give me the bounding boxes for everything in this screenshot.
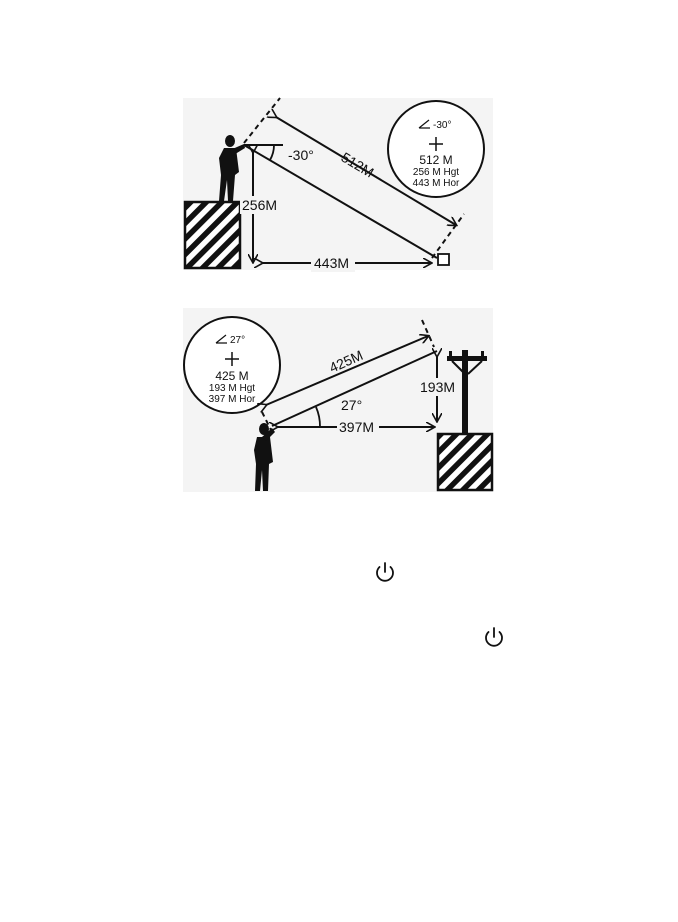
target-marker xyxy=(437,253,450,266)
uphill-panel: 27° 425 M 193 M Hgt 397 M Hor xyxy=(183,308,494,492)
person-silhouette xyxy=(254,423,275,491)
person-silhouette xyxy=(219,135,245,201)
display-horizontal: 397 M Hor xyxy=(209,394,256,405)
angle-icon xyxy=(215,334,227,344)
downhill-panel: 443M 256M -30° 512M -30° 512 M 256 M Hgt… xyxy=(183,97,493,272)
power-icon xyxy=(376,562,394,582)
display-horizontal: 443 M Hor xyxy=(413,178,460,189)
display-distance: 512 M xyxy=(419,153,452,167)
rangefinder-display: -30° 512 M 256 M Hgt 443 M Hor xyxy=(387,100,485,198)
height-label: 193M xyxy=(420,379,455,395)
building-block xyxy=(436,432,494,492)
angle-icon xyxy=(418,119,430,129)
angle-label: -30° xyxy=(288,147,314,163)
display-height: 256 M Hgt xyxy=(413,167,459,178)
power-icon xyxy=(485,627,503,647)
height-label: 256M xyxy=(242,197,277,213)
display-distance: 425 M xyxy=(215,369,248,383)
display-angle: -30° xyxy=(433,120,451,131)
display-height: 193 M Hgt xyxy=(209,383,255,394)
rangefinder-display: 27° 425 M 193 M Hgt 397 M Hor xyxy=(183,316,281,414)
horizontal-distance-label: 443M xyxy=(314,255,349,271)
building-block xyxy=(183,200,242,270)
horizontal-distance-label: 397M xyxy=(339,419,374,435)
utility-pole xyxy=(447,350,487,436)
display-angle: 27° xyxy=(230,335,245,346)
angle-label: 27° xyxy=(341,397,362,413)
